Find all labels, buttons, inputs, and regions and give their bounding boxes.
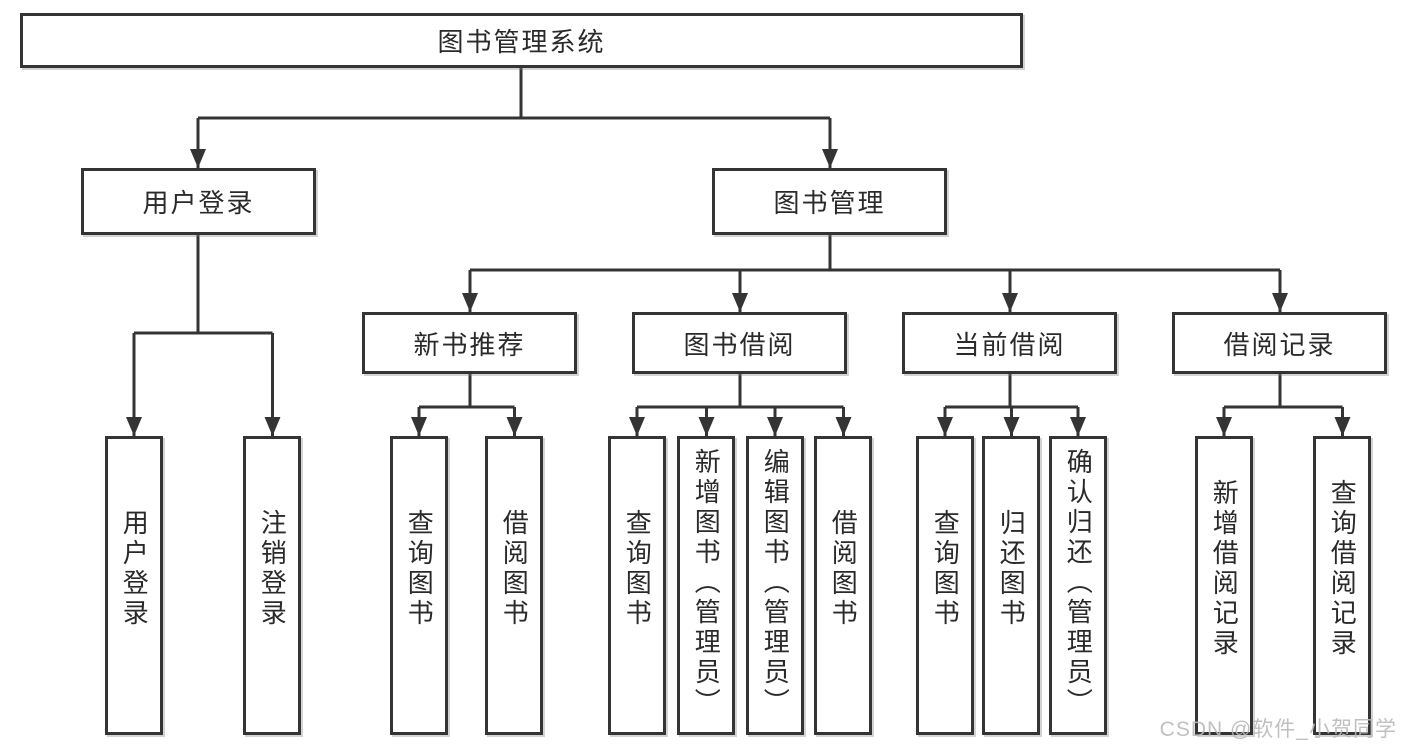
leaf-borrow-books-borrowing-label: 借阅图书	[828, 508, 859, 629]
leaf-confirm-return-admin: 确认归还（管理员）	[1049, 436, 1107, 735]
leaf-query-books-borrowing: 查询图书	[608, 436, 666, 735]
leaf-confirm-return-admin-label: 确认归还（管理员）	[1063, 447, 1094, 718]
connector-borrowing-records	[1224, 374, 1343, 409]
leaf-user-login: 用户登录	[105, 436, 163, 735]
node-book-management-label: 图书管理	[773, 188, 886, 218]
connector-user-login	[134, 235, 273, 335]
node-borrowing-records: 借阅记录	[1172, 312, 1387, 374]
leaf-edit-books-admin-label: 编辑图书（管理员）	[760, 447, 791, 718]
leaf-logout-login: 注销登录	[243, 436, 301, 735]
leaf-logout-login-label: 注销登录	[257, 508, 288, 629]
leaf-query-borrow-record-label: 查询借阅记录	[1327, 478, 1358, 659]
node-new-book-recommend: 新书推荐	[362, 312, 577, 374]
leaf-query-books-recommend-label: 查询图书	[404, 508, 435, 629]
leaf-query-books-recommend: 查询图书	[390, 436, 448, 735]
node-root: 图书管理系统	[20, 13, 1023, 68]
leaf-query-books-borrowing-label: 查询图书	[622, 508, 653, 629]
node-user-login: 用户登录	[81, 168, 316, 235]
node-borrowing-records-label: 借阅记录	[1223, 329, 1336, 360]
node-book-borrowing-label: 图书借阅	[683, 329, 796, 360]
leaf-add-books-admin: 新增图书（管理员）	[677, 436, 735, 735]
connector-current-borrowing	[945, 374, 1078, 409]
watermark: CSDN @软件_小贺同学	[1159, 718, 1397, 741]
leaf-return-books: 归还图书	[982, 436, 1040, 735]
connector-root	[198, 68, 830, 120]
node-book-borrowing: 图书借阅	[632, 312, 847, 374]
leaf-query-borrow-record: 查询借阅记录	[1313, 436, 1371, 735]
leaf-return-books-label: 归还图书	[996, 508, 1027, 629]
node-book-management: 图书管理	[712, 168, 947, 235]
leaf-user-login-label: 用户登录	[119, 508, 150, 629]
leaf-add-borrow-record: 新增借阅记录	[1195, 436, 1253, 735]
node-current-borrowing-label: 当前借阅	[953, 329, 1066, 360]
node-new-book-recommend-label: 新书推荐	[413, 329, 526, 360]
node-user-login-label: 用户登录	[142, 188, 255, 218]
node-root-label: 图书管理系统	[437, 27, 606, 57]
leaf-borrow-books-recommend-label: 借阅图书	[499, 508, 530, 629]
connector-book-management	[470, 235, 1280, 272]
leaf-add-books-admin-label: 新增图书（管理员）	[691, 447, 722, 718]
node-current-borrowing: 当前借阅	[902, 312, 1117, 374]
leaf-borrow-books-recommend: 借阅图书	[485, 436, 543, 735]
leaf-add-borrow-record-label: 新增借阅记录	[1209, 478, 1240, 659]
leaf-borrow-books-borrowing: 借阅图书	[814, 436, 872, 735]
leaf-query-books-current: 查询图书	[916, 436, 974, 735]
connector-book-borrowing	[637, 374, 844, 409]
leaf-edit-books-admin: 编辑图书（管理员）	[746, 436, 804, 735]
connector-new-book-recommend	[419, 374, 515, 409]
leaf-query-books-current-label: 查询图书	[930, 508, 961, 629]
